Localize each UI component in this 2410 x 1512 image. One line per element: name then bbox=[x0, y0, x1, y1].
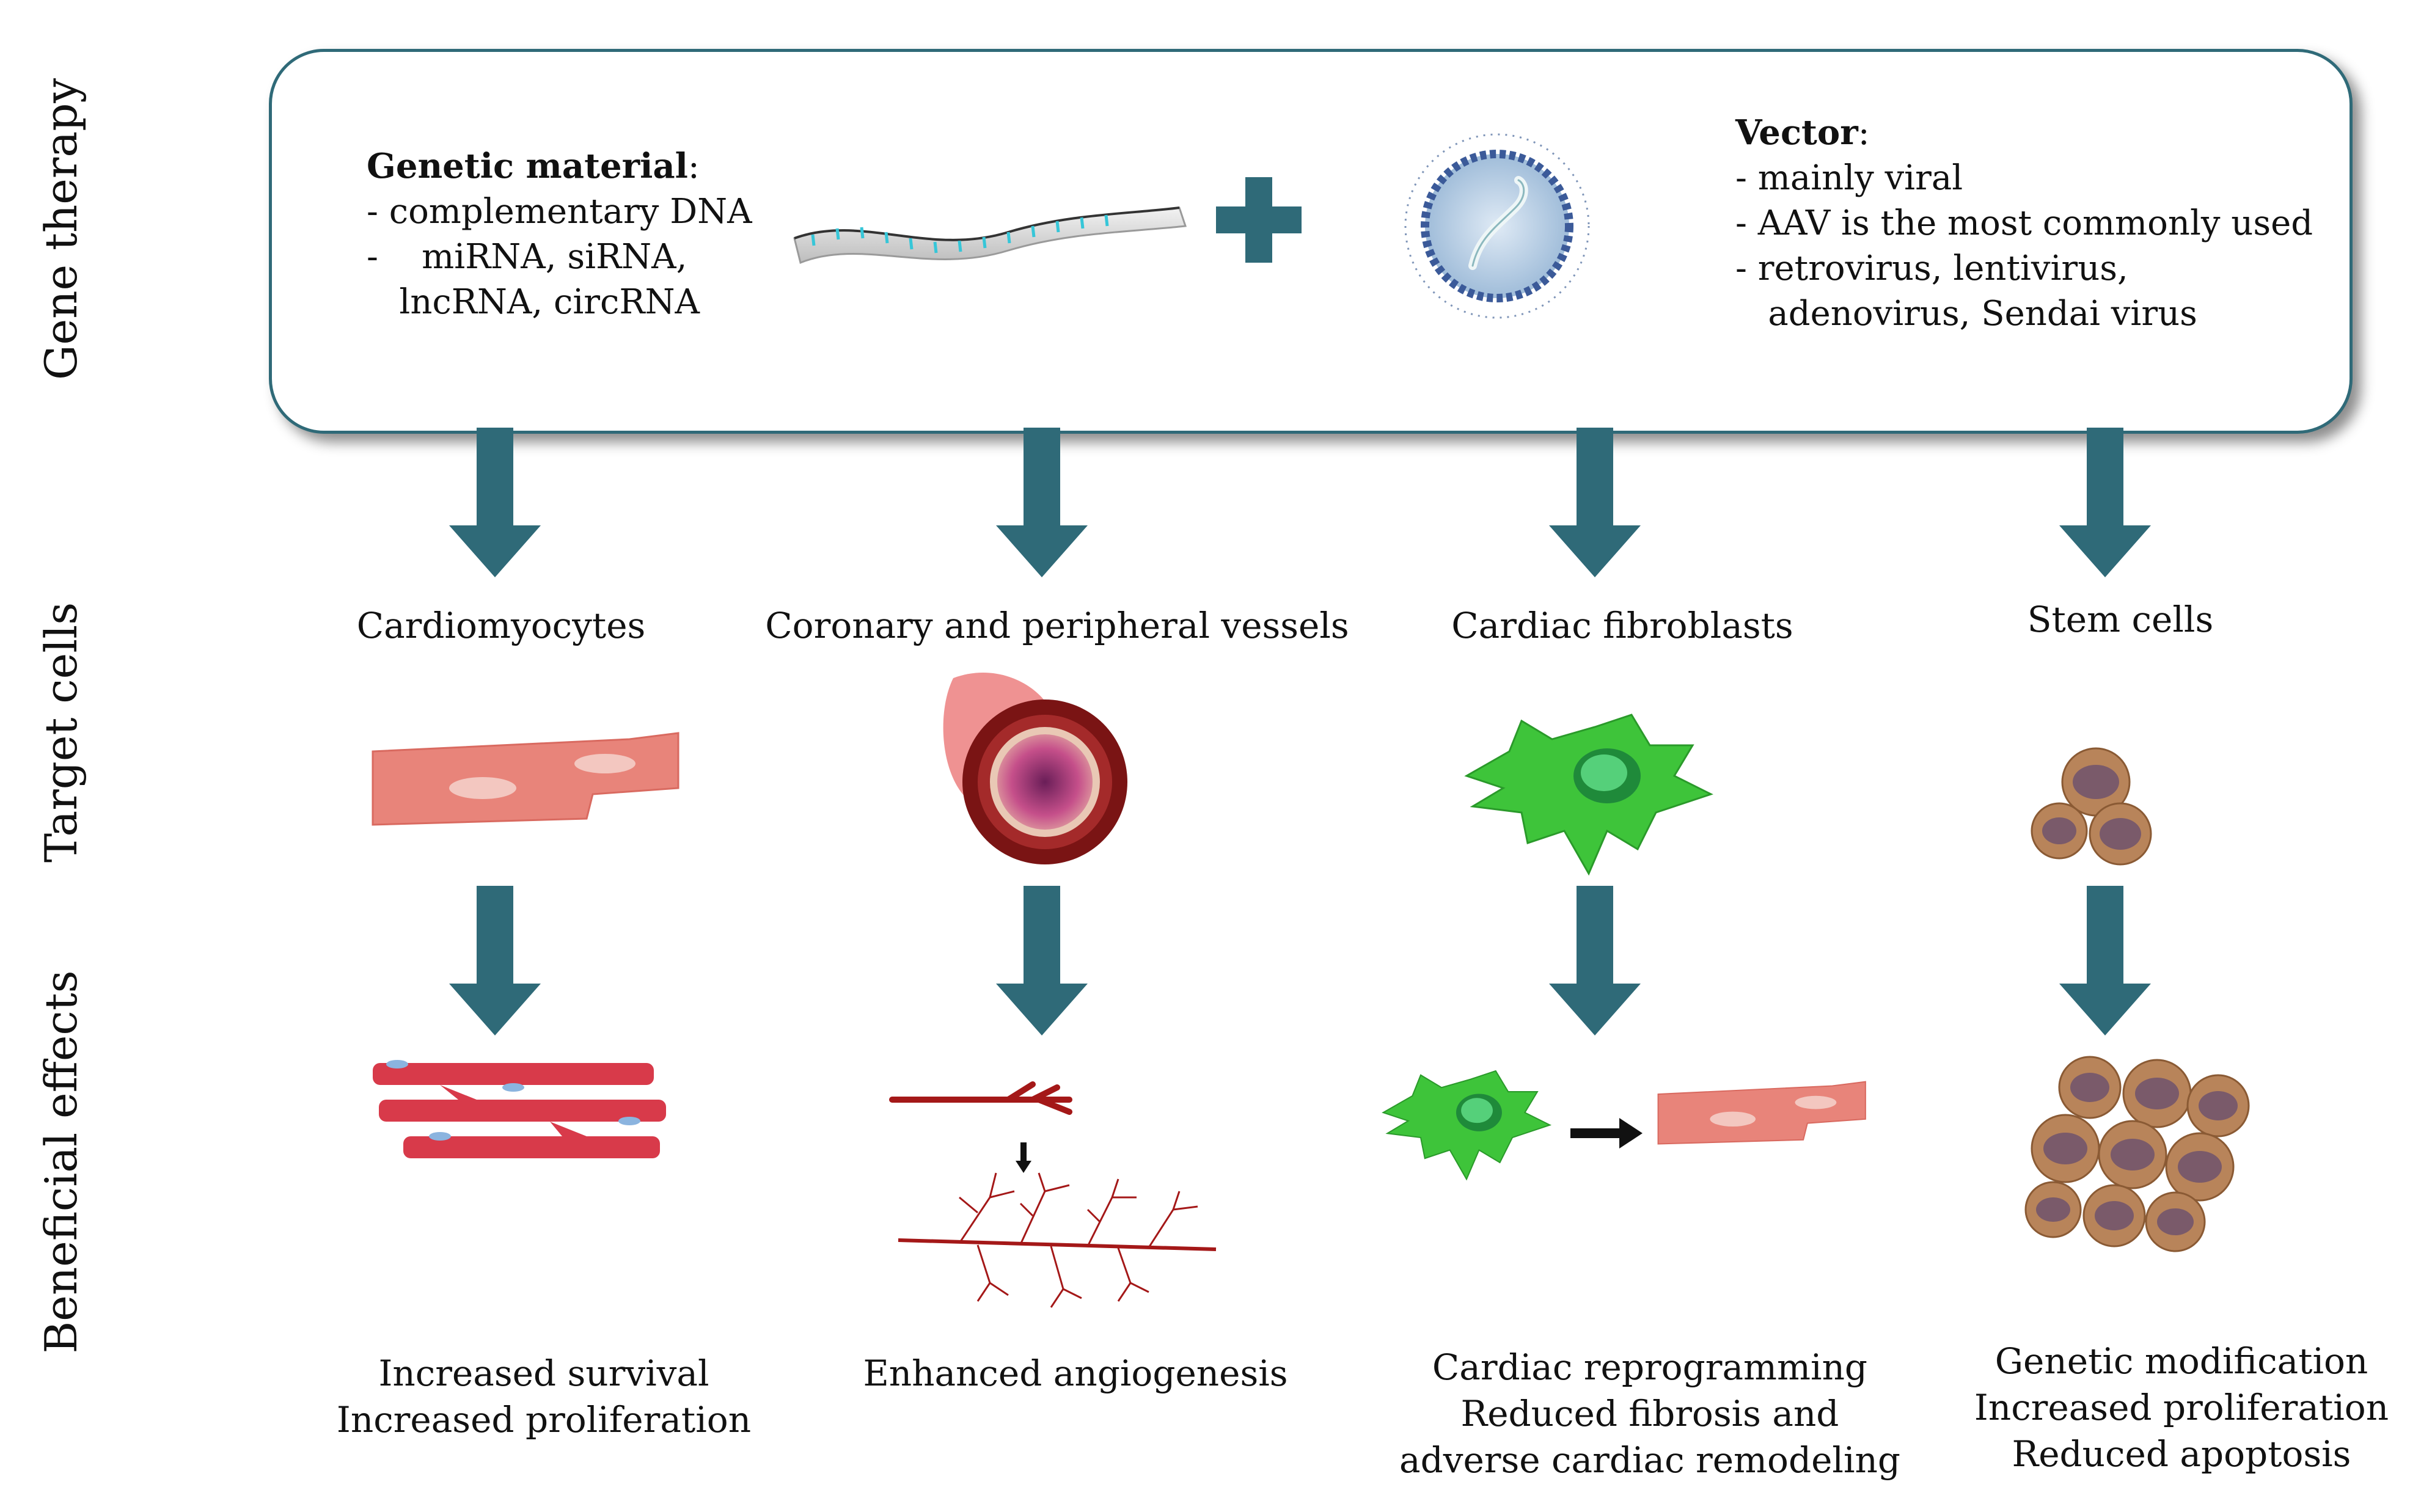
target-cell-name: Coronary and peripheral vessels bbox=[765, 605, 1349, 646]
effect-text: Cardiac reprogramming Reduced fibrosis a… bbox=[1393, 1344, 1906, 1483]
genetic-material-colon: : bbox=[687, 147, 700, 186]
cardiomyocyte-small-icon bbox=[1657, 1081, 1866, 1145]
vector-item: - mainly viral bbox=[1735, 158, 1963, 198]
cardiomyocyte-icon bbox=[372, 732, 679, 826]
effect-line: adverse cardiac remodeling bbox=[1399, 1439, 1900, 1481]
dna-strand-icon bbox=[793, 206, 1187, 265]
effect-line: Enhanced angiogenesis bbox=[863, 1353, 1288, 1394]
target-cell-name: Cardiac fibroblasts bbox=[1451, 605, 1793, 646]
down-arrow bbox=[2059, 886, 2151, 1035]
down-arrow bbox=[996, 428, 1088, 577]
blood-vessel-icon bbox=[943, 673, 1127, 864]
fibroblast-small-icon bbox=[1382, 1070, 1552, 1181]
down-arrow bbox=[449, 886, 541, 1035]
plus-icon bbox=[1216, 177, 1302, 263]
stem-cell-cluster-icon bbox=[2024, 1056, 2250, 1252]
target-cell-name: Cardiomyocytes bbox=[356, 605, 646, 646]
target-cell-name: Stem cells bbox=[2027, 599, 2214, 640]
effect-line: Increased proliferation bbox=[336, 1399, 752, 1441]
stem-cells-icon bbox=[2031, 747, 2152, 866]
effect-line: Increased proliferation bbox=[1974, 1387, 2389, 1428]
effect-line: Increased survival bbox=[378, 1353, 709, 1394]
effect-text: Increased survival Increased proliferati… bbox=[324, 1350, 764, 1443]
effect-line: Genetic modification bbox=[1994, 1340, 2368, 1382]
down-arrow bbox=[1549, 886, 1641, 1035]
vector-block: Vector: - mainly viral - AAV is the most… bbox=[1735, 110, 2313, 337]
effect-text: Genetic modification Increased prolifera… bbox=[1961, 1338, 2401, 1477]
down-arrow bbox=[1549, 428, 1641, 577]
genetic-material-item: - complementary DNA bbox=[367, 192, 752, 232]
vector-item: adenovirus, Sendai virus bbox=[1735, 294, 2197, 334]
row-label-target-cells: Target cells bbox=[35, 602, 87, 863]
cardiomyocyte-network-icon bbox=[373, 1060, 666, 1158]
vector-heading: Vector bbox=[1735, 112, 1858, 153]
viral-vector-icon bbox=[1404, 133, 1590, 319]
genetic-material-item: lncRNA, circRNA bbox=[367, 282, 700, 322]
vector-item: - AAV is the most commonly used bbox=[1735, 203, 2313, 243]
down-arrow bbox=[996, 886, 1088, 1035]
effect-line: Cardiac reprogramming bbox=[1432, 1346, 1868, 1388]
effect-line: Reduced fibrosis and bbox=[1460, 1393, 1839, 1434]
down-arrow bbox=[2059, 428, 2151, 577]
gene-therapy-box bbox=[269, 49, 2353, 434]
right-arrow-icon bbox=[1570, 1118, 1643, 1149]
effect-text: Enhanced angiogenesis bbox=[843, 1350, 1308, 1397]
row-label-gene-therapy: Gene therapy bbox=[35, 78, 87, 380]
angiogenesis-icon bbox=[889, 1081, 1217, 1308]
effect-line: Reduced apoptosis bbox=[2012, 1433, 2351, 1475]
genetic-material-item: - miRNA, siRNA, bbox=[367, 237, 687, 277]
vector-item: - retrovirus, lentivirus, bbox=[1735, 249, 2128, 288]
vector-colon: : bbox=[1858, 113, 1870, 153]
genetic-material-block: Genetic material: - complementary DNA - … bbox=[367, 144, 752, 325]
down-arrow bbox=[449, 428, 541, 577]
row-label-beneficial-effects: Beneficial effects bbox=[35, 970, 87, 1354]
genetic-material-heading: Genetic material bbox=[367, 146, 688, 186]
fibroblast-icon bbox=[1464, 714, 1713, 876]
